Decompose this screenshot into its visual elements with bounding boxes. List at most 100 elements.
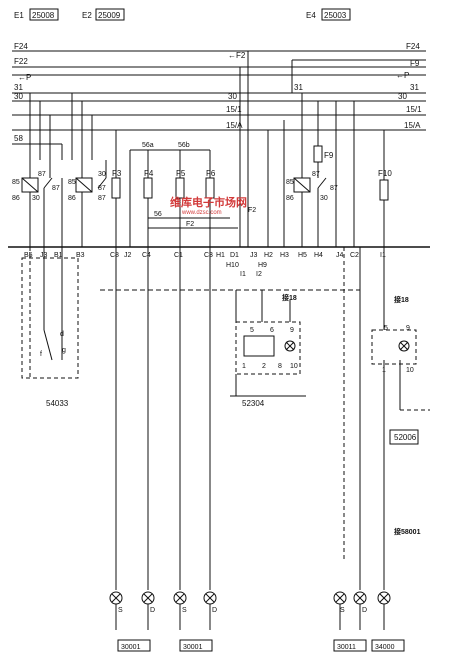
bus-label-f24-left: F24 [14, 42, 28, 51]
relay-left-contact [43, 177, 53, 189]
relay-left-pin-87: 87 [38, 171, 46, 178]
relay-mid-coil [75, 177, 93, 193]
switch-52304-pin-8: 8 [278, 363, 282, 370]
bus-label-15-a-right: 15/A [404, 121, 421, 130]
switch-52304-pin-9: 9 [290, 327, 294, 334]
relay-mid-pin-87b: 87 [98, 195, 106, 202]
pin-j4: J4 [336, 252, 344, 259]
right-module-label: 52006 [394, 433, 417, 442]
wire-label-56a: 56a [142, 142, 154, 149]
fuse-label-f6: F6 [206, 169, 216, 178]
switch-52304-body [243, 335, 275, 357]
relay-right-pin-86: 86 [286, 195, 294, 202]
relay-mid-pin-87: 87 [98, 185, 106, 192]
bus-label-f2: ←F2 [228, 51, 246, 60]
right-switch-outline [371, 329, 417, 365]
relay-right-contact [317, 177, 327, 189]
right-switch-pin-1: 1 [382, 367, 386, 374]
wire-label-56b: 56b [178, 142, 190, 149]
pin-h4: H4 [314, 252, 323, 259]
bus-label-15-1-right: 15/1 [406, 105, 422, 114]
relay-right-pin-85: 85 [286, 179, 294, 186]
right-switch-lamp [398, 340, 410, 352]
pin-h3: H3 [280, 252, 289, 259]
bus-label-f24-right: F24 [406, 42, 420, 51]
e4-code: 25003 [324, 11, 347, 20]
fuse-f5 [175, 177, 185, 199]
bus-label-31-relay: 31 [294, 83, 303, 92]
fuse-f6 [205, 177, 215, 199]
pin-b3: B3 [76, 252, 85, 259]
switch-54033-blade [43, 329, 53, 361]
relay-mid-contact [97, 177, 107, 189]
relay-mid-pin-30: 30 [98, 171, 106, 178]
pin-h5: H5 [298, 252, 307, 259]
lamp-3-label: S [182, 607, 187, 614]
connect-label-18-a: 接18 [282, 293, 297, 302]
fuse-f9 [313, 145, 323, 163]
fuse-label-f9: F9 [324, 151, 334, 160]
lamp-4 [203, 591, 217, 605]
e2-code-box [95, 8, 125, 21]
fuse-f3 [111, 177, 121, 199]
e1-code: 25008 [32, 11, 55, 20]
pin-i1: I1 [380, 252, 386, 259]
right-module-box [389, 429, 419, 445]
lamp-4-label: D [212, 607, 217, 614]
switch-54033-pin-g: g [62, 347, 66, 354]
e4-label: E4 [306, 11, 316, 20]
switch-52304-lamp-x2 [285, 341, 295, 351]
fuse-f4 [143, 177, 153, 199]
relay-right-pin-87b: 87 [330, 185, 338, 192]
switch-54033-label: 54033 [46, 399, 69, 408]
lamp-2-label: D [150, 607, 155, 614]
lamp-3 [173, 591, 187, 605]
relay-right-pin-30: 30 [320, 195, 328, 202]
switch-52304-lamp [284, 340, 296, 352]
bus-label-31-right: 31 [410, 83, 419, 92]
ground-box-4 [371, 639, 405, 652]
lamp-6-label: D [362, 607, 367, 614]
e2-code: 25009 [98, 11, 121, 20]
e1-code-box [29, 8, 59, 21]
lamp-2 [141, 591, 155, 605]
bus-label-f22: F22 [14, 57, 28, 66]
pin-b5: B5 [24, 252, 33, 259]
switch-52304-pin-5: 5 [250, 327, 254, 334]
pin-d1: D1 [230, 252, 239, 259]
switch-52304-pin-10: 10 [290, 363, 298, 370]
bus-label-31-left: 31 [14, 83, 23, 92]
fuse-label-f4: F4 [144, 169, 154, 178]
relay-left-pin-85: 85 [12, 179, 20, 186]
ground-label-3: 30011 [337, 644, 356, 651]
switch-52304-outline [235, 321, 301, 375]
pin-h1: H1 [216, 252, 225, 259]
lamp-5 [333, 591, 347, 605]
watermark-text: 维库电子市场网 [170, 195, 247, 209]
wire-label-56: 56 [154, 211, 162, 218]
bus-label-15-a: 15/A [226, 121, 243, 130]
wire-label-f2-vertical: F2 [248, 207, 256, 214]
switch-52304-label: 52304 [242, 399, 265, 408]
relay-left-coil-diag [21, 177, 39, 193]
pin-c1: C1 [174, 252, 183, 259]
right-switch-pin-5: 5 [384, 325, 388, 332]
bus-label-f9: F9 [410, 59, 420, 68]
wire-label-f2: F2 [186, 221, 194, 228]
fuse-f10 [379, 179, 389, 201]
relay-mid-coil-diag [75, 177, 93, 193]
bus-label-30-left: 30 [14, 92, 23, 101]
e4-code-box [321, 8, 351, 21]
switch-54033-pin-f: f [40, 351, 42, 358]
switch-52304-pin-1: 1 [242, 363, 246, 370]
bus-label-p-left: ←P [18, 73, 31, 82]
pin-c8: C8 [110, 252, 119, 259]
ground-box-1 [117, 639, 151, 652]
bus-label-30-mid: 30 [228, 92, 237, 101]
watermark-url: www.dzsc.com [181, 210, 222, 216]
pin-i2: I2 [256, 271, 262, 278]
lamp-5-label: S [340, 607, 345, 614]
fuse-label-f3: F3 [112, 169, 122, 178]
connect-label-58001: 接58001 [394, 527, 421, 536]
